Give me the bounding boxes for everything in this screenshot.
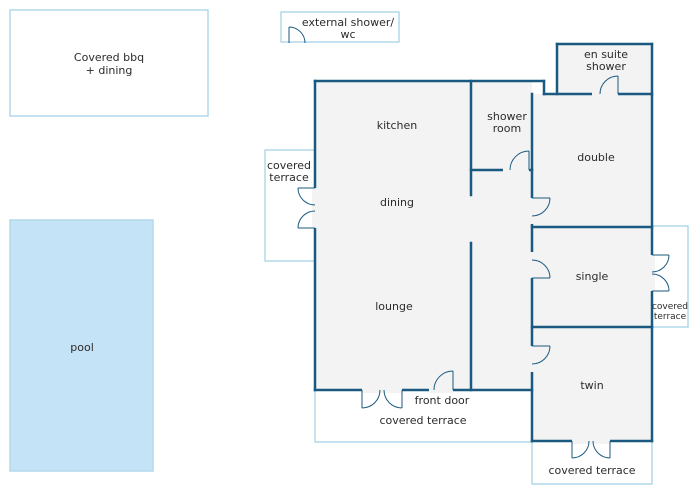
- bedroom-wing-floor: [532, 94, 652, 441]
- covered-terrace-bottom-label: covered terrace: [548, 464, 635, 477]
- covered-bbq-area: [9, 9, 209, 117]
- external-shower-label-2: wc: [340, 28, 355, 41]
- gap-en-suite: [592, 91, 618, 97]
- shower-room-label-2: room: [493, 122, 521, 135]
- shower-room-label-1: shower: [487, 110, 527, 123]
- gap-left-terrace: [312, 188, 318, 228]
- main-house-floor: [315, 81, 532, 390]
- gap-front-secondary: [429, 387, 453, 393]
- walls: [313, 42, 654, 443]
- doors: [297, 75, 670, 459]
- covered-terrace-left-label-2: terrace: [269, 171, 309, 184]
- covered-terrace-left-label-1: covered: [267, 159, 311, 172]
- covered-bbq-label-2: + dining: [86, 64, 133, 77]
- gap-single: [529, 252, 535, 278]
- gap-front-door: [362, 387, 402, 393]
- pool-label: pool: [70, 341, 94, 354]
- gap-twin: [529, 346, 535, 372]
- covered-terrace-right-label-2: terrace: [654, 312, 687, 322]
- pool: [9, 219, 154, 472]
- kitchen-label: kitchen: [377, 119, 418, 132]
- gap-bottom-terrace: [572, 438, 610, 444]
- external-shower-area: [280, 11, 400, 43]
- covered-bbq-label-1: Covered bbq: [74, 51, 144, 64]
- double-label: double: [577, 151, 615, 164]
- covered-terrace-bottom: [531, 440, 653, 485]
- en-suite-floor: [557, 44, 652, 94]
- en-suite-label-2: shower: [586, 60, 626, 73]
- external-shower-door-arc: [288, 26, 306, 44]
- front-door-label: front door: [415, 394, 470, 407]
- lounge-label: lounge: [375, 300, 413, 313]
- covered-terrace-right-label-1: covered: [652, 302, 688, 312]
- single-label: single: [576, 270, 609, 283]
- covered-terrace-front-label: covered terrace: [379, 414, 466, 427]
- external-shower-label-1: external shower/: [302, 16, 394, 29]
- gap-shower-room: [503, 167, 529, 173]
- gap-right-terrace: [649, 255, 655, 291]
- gap-double: [529, 198, 535, 224]
- en-suite-label-1: en suite: [584, 48, 628, 61]
- dining-label: dining: [380, 196, 414, 209]
- twin-label: twin: [580, 379, 603, 392]
